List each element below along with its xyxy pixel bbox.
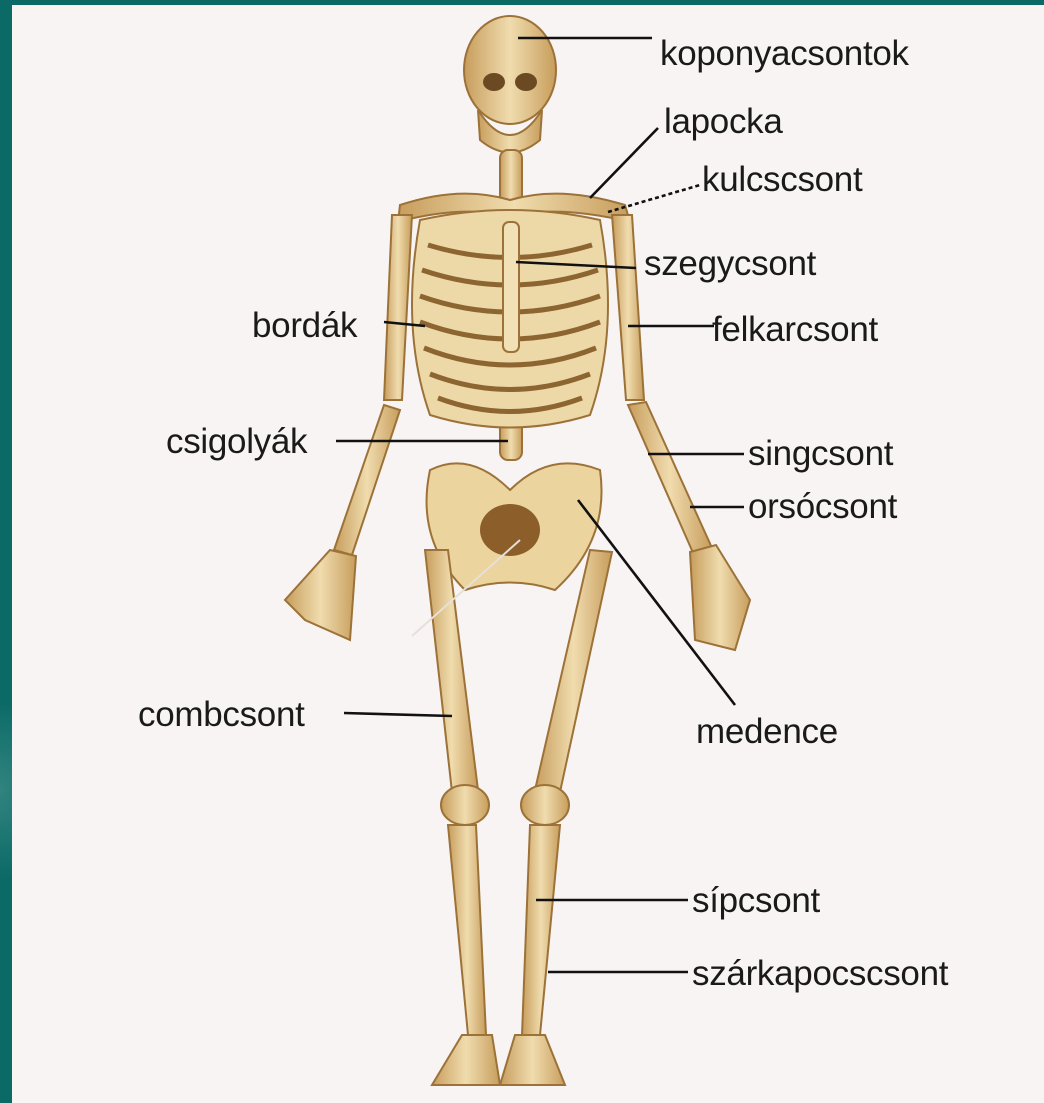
label-combcsont: combcsont [138, 697, 305, 732]
right-humerus [612, 215, 644, 400]
label-lapocka: lapocka [664, 104, 783, 139]
label-medence: medence [696, 714, 838, 749]
right-foot [500, 1035, 565, 1085]
label-felkarcsont: felkarcsont [712, 312, 878, 347]
skeleton-illustration [285, 16, 750, 1085]
left-tibia [448, 825, 486, 1035]
right-knee [521, 785, 569, 825]
sternum [503, 222, 519, 352]
left-humerus [384, 215, 412, 400]
label-szegycsont: szegycsont [644, 246, 816, 281]
label-singcsont: singcsont [748, 436, 893, 471]
left-knee [441, 785, 489, 825]
label-bordak: bordák [252, 308, 357, 343]
label-orsocsont: orsócsont [748, 489, 897, 524]
line-combcsont [344, 713, 452, 716]
label-kulcscsont: kulcscsont [702, 162, 862, 197]
left-hand [285, 550, 356, 640]
label-csigolyak: csigolyák [166, 424, 307, 459]
label-szarkapocscsont: szárkapocscsont [692, 956, 948, 991]
label-koponyacsontok: koponyacsontok [660, 36, 909, 71]
left-forearm [334, 405, 400, 555]
right-tibia [522, 825, 560, 1035]
right-hand [690, 545, 750, 650]
skull [464, 16, 556, 124]
left-foot [432, 1035, 500, 1085]
label-sipcsont: sípcsont [692, 883, 820, 918]
line-kulcscsont [608, 185, 700, 212]
right-forearm [628, 402, 712, 555]
line-lapocka [590, 128, 658, 198]
